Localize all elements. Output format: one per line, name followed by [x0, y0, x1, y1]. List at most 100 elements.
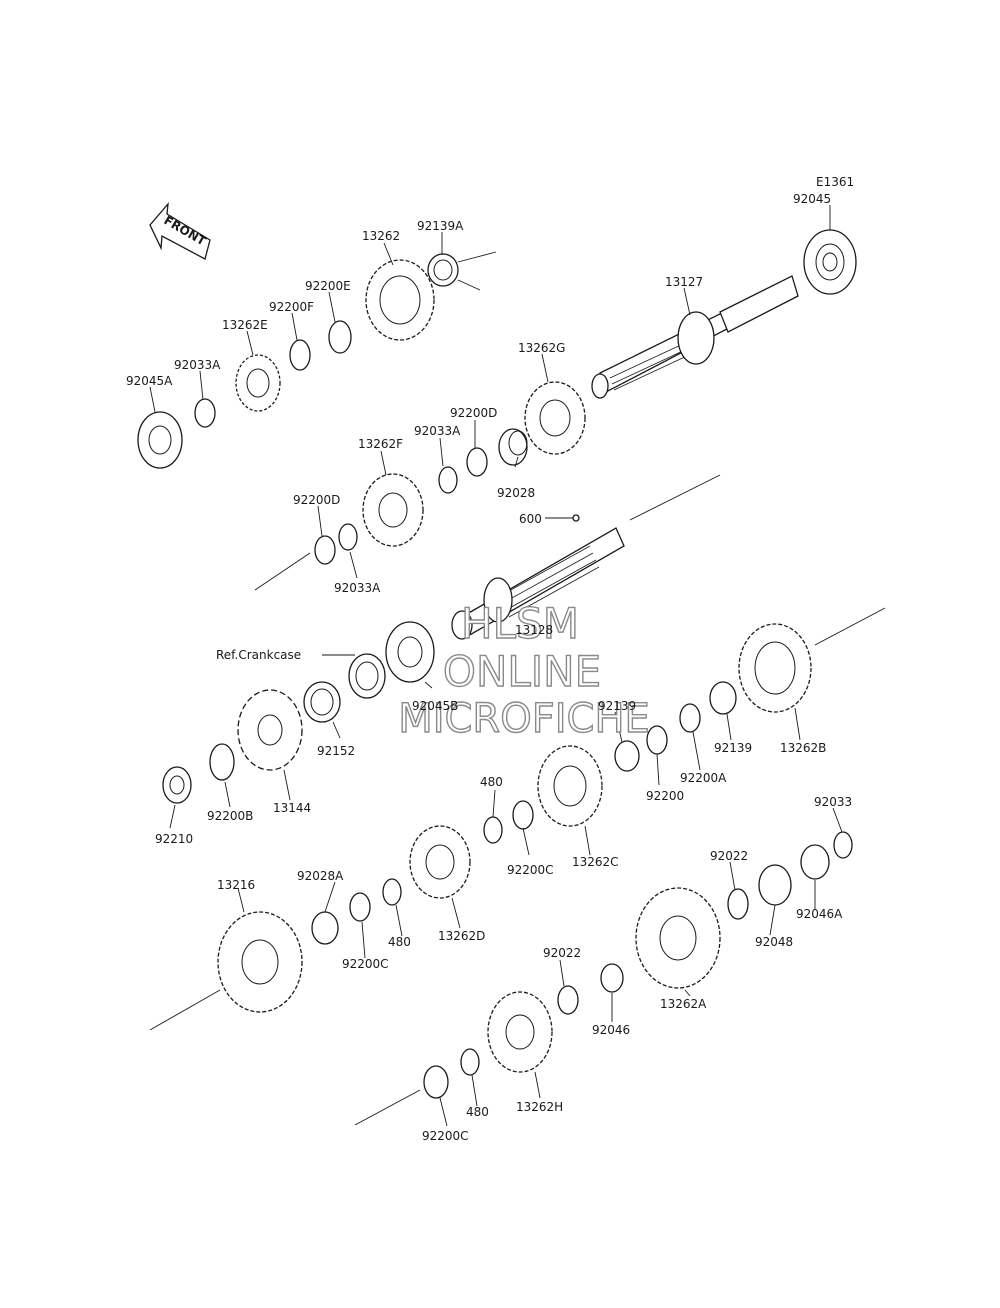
part-label[interactable]: 13262B	[780, 741, 826, 755]
circlip-92033a-low	[338, 523, 358, 551]
part-label[interactable]: 13262H	[516, 1100, 563, 1114]
gear-13216	[217, 911, 303, 1013]
part-label[interactable]: 600	[519, 512, 542, 526]
driveshaft-13128	[451, 527, 625, 640]
oil-seal	[348, 653, 386, 699]
needle-bearing-92139a	[427, 253, 459, 287]
part-label[interactable]: 13127	[665, 275, 703, 289]
part-label[interactable]: 13262	[362, 229, 400, 243]
washer-92200e	[328, 320, 352, 354]
washer-92200a	[679, 703, 701, 733]
bushing-92028a	[311, 911, 339, 945]
circlip-92033	[833, 831, 853, 859]
countershaft	[591, 275, 799, 399]
circlip-480-mid	[382, 878, 402, 906]
washer-92200c-low	[423, 1065, 449, 1099]
part-label[interactable]: 13262C	[572, 855, 619, 869]
part-label[interactable]: 92022	[710, 849, 748, 863]
gear-13262d	[409, 825, 471, 899]
part-label[interactable]: 92200	[646, 789, 684, 803]
circlip-480-low	[460, 1048, 480, 1076]
bearing-92045b	[385, 621, 435, 683]
gear-13262a	[635, 887, 721, 989]
part-label[interactable]: 480	[466, 1105, 489, 1119]
part-label[interactable]: 13216	[217, 878, 255, 892]
bearing-92045	[803, 229, 857, 295]
ref-crankcase-label: Ref.Crankcase	[216, 648, 301, 662]
needle-bearing-92046	[600, 963, 624, 993]
part-label[interactable]: 92200D	[293, 493, 340, 507]
part-label[interactable]: 480	[480, 775, 503, 789]
part-label[interactable]: 92046A	[796, 907, 843, 921]
part-label[interactable]: 13144	[273, 801, 311, 815]
watermark: HLSM ONLINE MICROFICHE	[397, 598, 650, 742]
part-label[interactable]: 92028	[497, 486, 535, 500]
part-label[interactable]: 92045A	[126, 374, 173, 388]
needle-bearing-92139-left	[614, 740, 640, 772]
washer-92200c-mid	[349, 892, 371, 922]
part-label[interactable]: 92028A	[297, 869, 344, 883]
part-label[interactable]: 92048	[755, 935, 793, 949]
part-label[interactable]: 92139A	[417, 219, 464, 233]
washer-92200c-upper	[512, 800, 534, 830]
washer-92200	[646, 725, 668, 755]
washer-92200d-mid	[466, 447, 488, 477]
part-label[interactable]: 92033	[814, 795, 852, 809]
part-label[interactable]: 92045	[793, 192, 831, 206]
sleeve-92048	[758, 864, 792, 906]
part-label[interactable]: 92200B	[207, 809, 253, 823]
gear-13262f	[362, 473, 424, 547]
part-label[interactable]: 92046	[592, 1023, 630, 1037]
part-label[interactable]: 92033A	[414, 424, 461, 438]
part-label[interactable]: 13262A	[660, 997, 707, 1011]
diagram-code: E1361	[816, 175, 854, 189]
gear-13262	[365, 259, 435, 341]
washer-92200f	[289, 339, 311, 371]
part-label[interactable]: 13262F	[358, 437, 403, 451]
circlip-92033a-top	[194, 398, 216, 428]
gear-13262c	[537, 745, 603, 827]
part-label[interactable]: 13262G	[518, 341, 565, 355]
part-label[interactable]: 92200A	[680, 771, 727, 785]
part-label[interactable]: 92022	[543, 946, 581, 960]
gear-13262e	[235, 354, 281, 412]
collar-92152	[303, 681, 341, 723]
gear-13262h	[487, 991, 553, 1073]
part-label[interactable]: 92200F	[269, 300, 314, 314]
circlip-92033a-mid	[438, 466, 458, 494]
nut-92210	[162, 766, 192, 804]
part-label[interactable]: 92200C	[507, 863, 554, 877]
washer-92022-right	[727, 888, 749, 920]
part-label[interactable]: 92200C	[422, 1129, 469, 1143]
washer-92200b	[209, 743, 235, 781]
part-label[interactable]: 92200E	[305, 279, 351, 293]
part-label[interactable]: 92152	[317, 744, 355, 758]
bearing-92045a	[137, 411, 183, 469]
bushing-92028	[498, 428, 528, 466]
front-arrow-icon: FRONT	[149, 202, 211, 260]
needle-bearing-92139-right	[709, 681, 737, 715]
needle-bearing-92046a	[800, 844, 830, 880]
part-label[interactable]: 13128	[515, 623, 553, 637]
part-label[interactable]: 13262D	[438, 929, 485, 943]
watermark-line-2: ONLINE	[443, 647, 601, 696]
part-label[interactable]: 480	[388, 935, 411, 949]
part-label[interactable]: 13262E	[222, 318, 268, 332]
sprocket-13144	[237, 689, 303, 771]
watermark-line-1: HLSM	[461, 599, 579, 648]
gear-13262b	[738, 623, 812, 713]
watermark-line-3: MICROFICHE	[398, 696, 650, 742]
part-label[interactable]: 92033A	[334, 581, 381, 595]
washer-92200d-low	[314, 535, 336, 565]
part-label[interactable]: 92200C	[342, 957, 389, 971]
gear-13262g	[524, 381, 586, 455]
washer-92022-low	[557, 985, 579, 1015]
part-label[interactable]: 92045B	[412, 699, 458, 713]
part-label[interactable]: 92210	[155, 832, 193, 846]
part-label[interactable]: 92139	[714, 741, 752, 755]
part-label[interactable]: 92033A	[174, 358, 221, 372]
circlip-480-upper	[483, 816, 503, 844]
part-label[interactable]: 92139	[598, 699, 636, 713]
part-label[interactable]: 92200D	[450, 406, 497, 420]
